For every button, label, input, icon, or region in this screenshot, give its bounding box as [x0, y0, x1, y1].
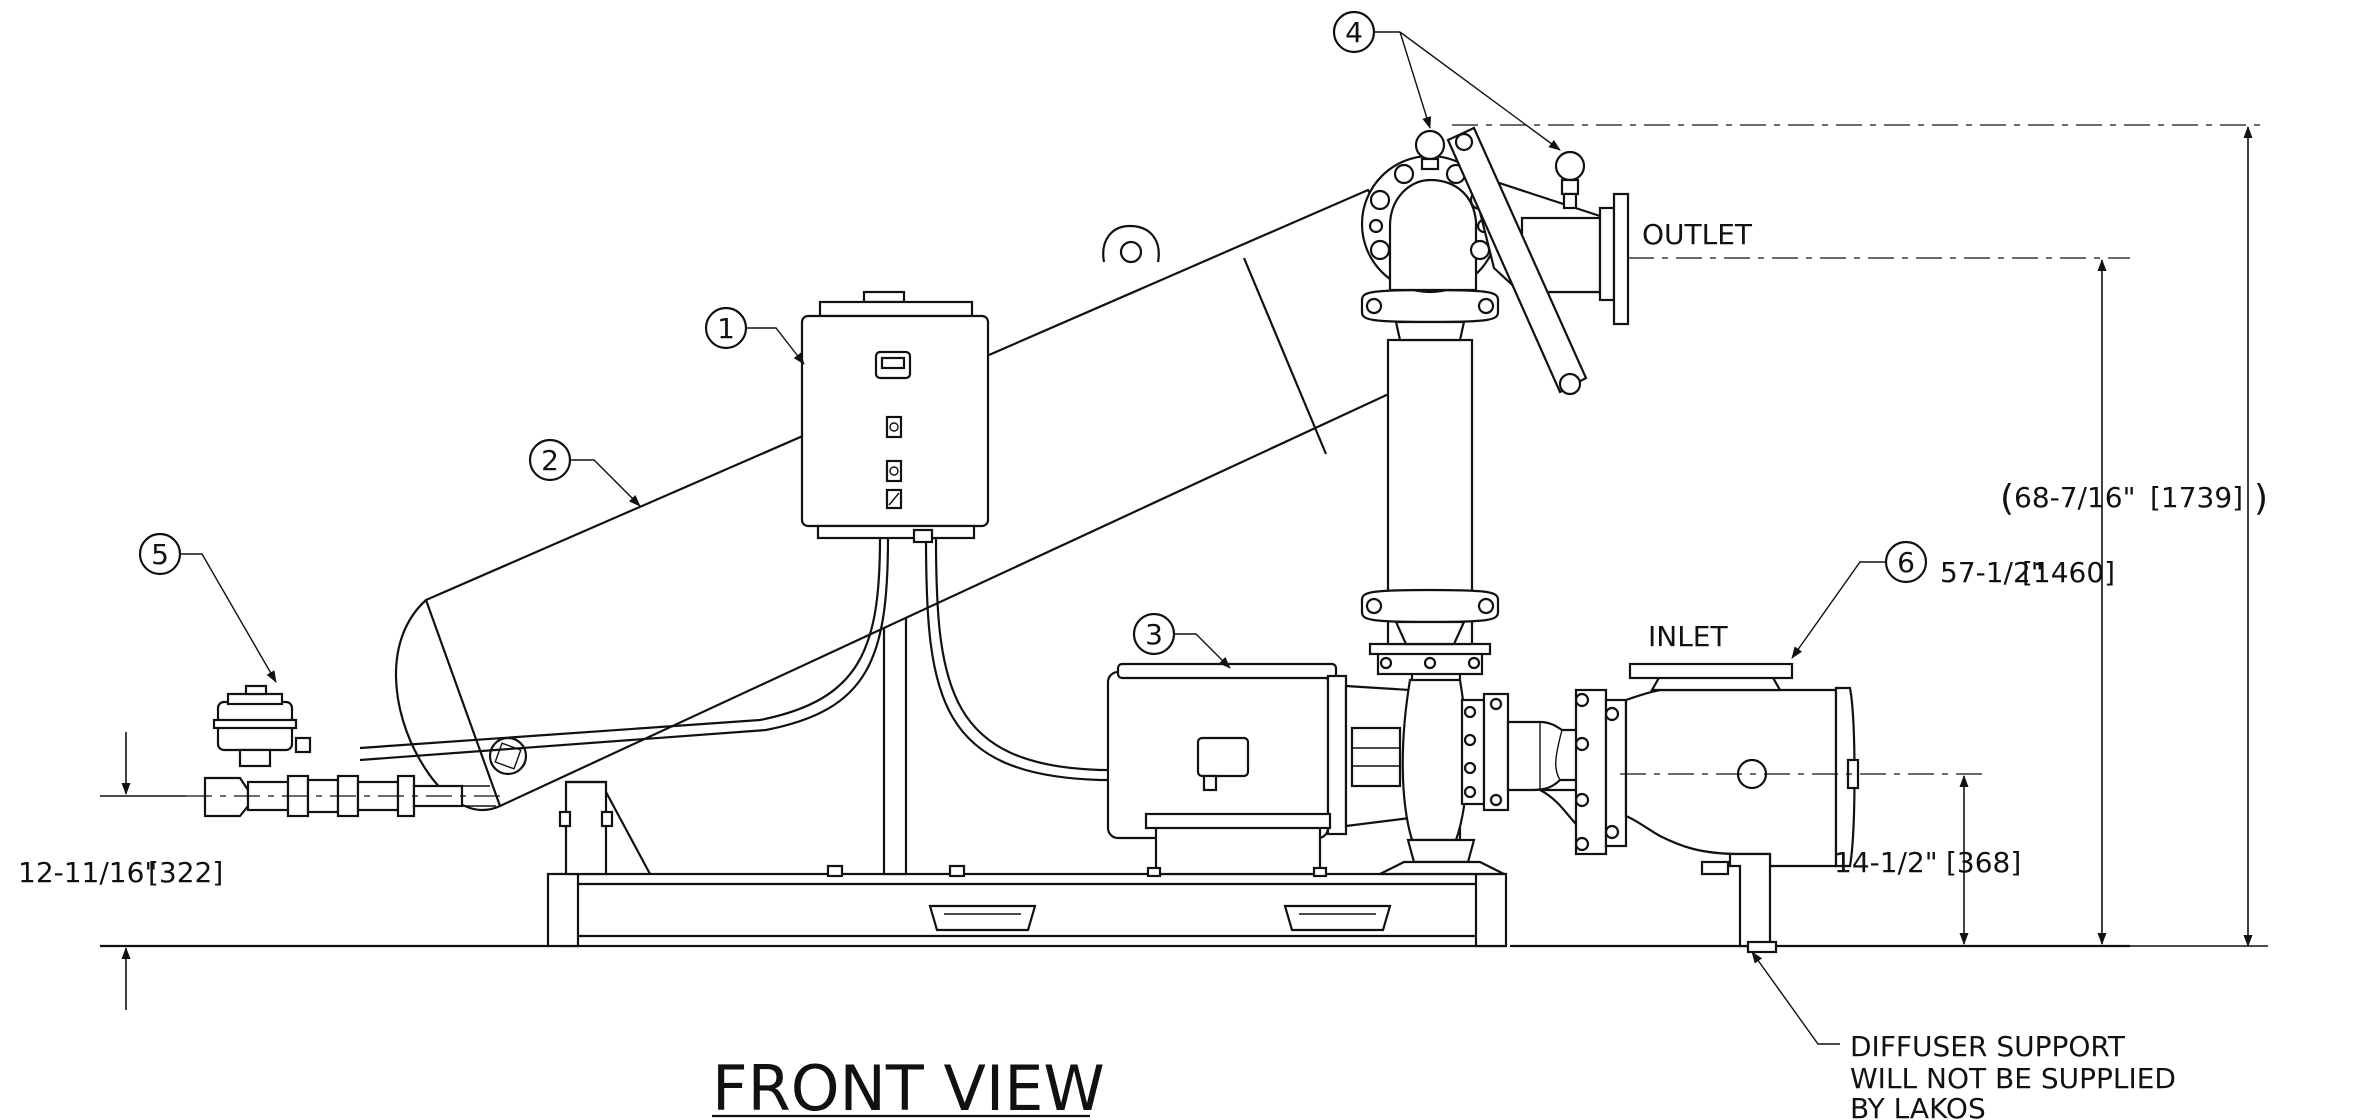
callout-5: 5	[138, 532, 277, 683]
pump-and-riser	[1360, 129, 1505, 876]
dim-outlet-height-text: 57-1/2"	[1940, 556, 2044, 589]
callout-4-number: 4	[1345, 16, 1363, 49]
discharge-connection	[1460, 692, 1584, 833]
dim-overall-open-paren: (	[2000, 478, 2014, 519]
view-title: FRONT VIEW	[712, 1052, 1105, 1120]
callout-5-number: 5	[151, 538, 169, 571]
motor	[1106, 662, 1412, 878]
purge-valve	[186, 684, 505, 818]
suction-diffuser	[1574, 662, 1860, 954]
note-line-1: DIFFUSER SUPPORT	[1850, 1030, 2126, 1063]
callout-6-number: 6	[1897, 546, 1915, 579]
dimension-overall-height	[2130, 126, 2268, 947]
dim-inlet-height-text: 14-1/2"	[1834, 846, 1938, 879]
left-support-stand	[558, 780, 651, 876]
outlet-label: OUTLET	[1642, 218, 1753, 251]
dim-overall-height-text: 68-7/16"	[2014, 481, 2136, 514]
callout-1: 1	[704, 306, 805, 365]
callout-2: 2	[528, 438, 641, 507]
outlet-pipe	[1446, 126, 1630, 396]
callout-3-number: 3	[1145, 618, 1163, 651]
dim-inlet-height-mm: [368]	[1946, 846, 2021, 879]
dim-outlet-height-mm: [1460]	[2022, 556, 2115, 589]
callout-2-number: 2	[541, 444, 559, 477]
callout-1-number: 1	[717, 312, 735, 345]
dim-left-height-mm: [322]	[148, 856, 223, 889]
callout-4: 4	[1332, 10, 1561, 151]
conduits	[359, 528, 1210, 782]
dim-overall-height-mm: [1739]	[2150, 481, 2243, 514]
dim-left-height-text: 12-11/16"	[18, 856, 157, 889]
control-panel	[800, 290, 990, 540]
dim-overall-close-paren: )	[2254, 478, 2268, 519]
callout-6: 6	[1791, 540, 1928, 659]
dimension-left-height	[100, 732, 186, 1010]
note-line-2: WILL NOT BE SUPPLIED	[1850, 1062, 2176, 1095]
centerlines	[1452, 124, 2268, 775]
inlet-label: INLET	[1648, 620, 1728, 653]
callout-3: 3	[1132, 612, 1231, 669]
skid-base	[546, 872, 1508, 948]
diffuser-note: DIFFUSER SUPPORT WILL NOT BE SUPPLIED BY…	[1751, 951, 2176, 1120]
note-line-3: BY LAKOS	[1850, 1092, 1986, 1120]
